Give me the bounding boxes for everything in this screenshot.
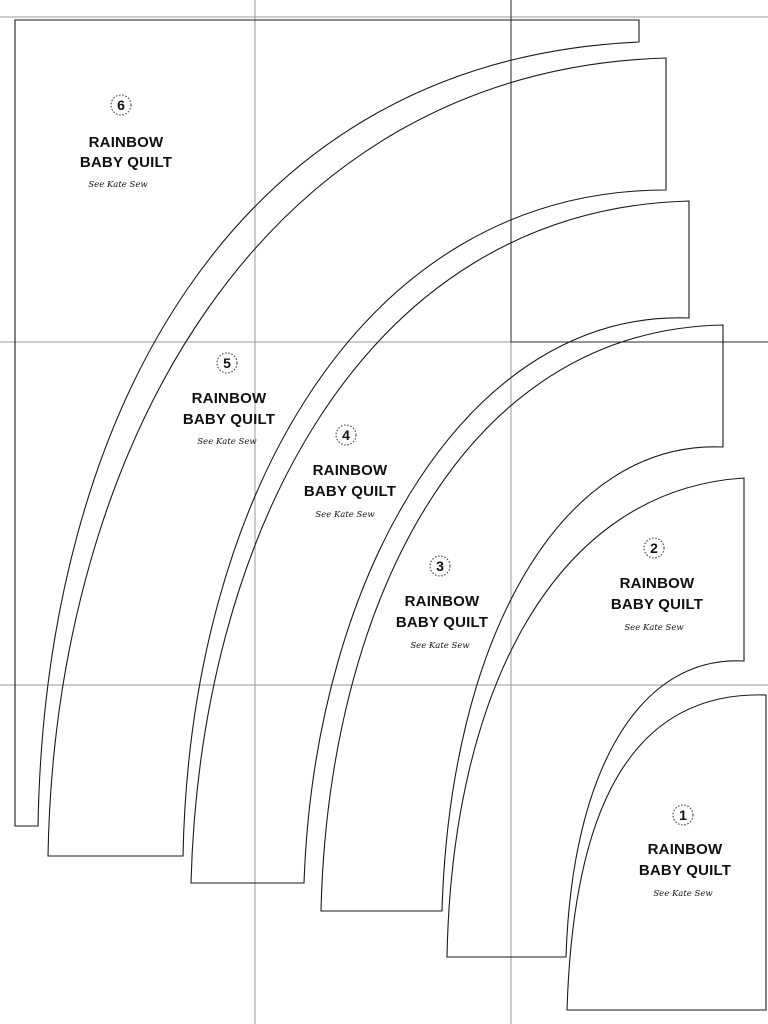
- piece-2-label: 2 RAINBOW BABY QUILT See Kate Sew: [611, 537, 703, 633]
- pattern-pieces: [14, 19, 767, 1011]
- piece-title-line2: BABY QUILT: [183, 411, 275, 428]
- piece-1-outline: [566, 694, 767, 1011]
- piece-4-outline: [190, 200, 690, 884]
- piece-number-badge: [216, 352, 238, 374]
- brand-signature: See Kate Sew: [88, 180, 148, 190]
- piece-3-label: 3 RAINBOW BABY QUILT See Kate Sew: [396, 555, 488, 651]
- piece-title-line2: BABY QUILT: [304, 483, 396, 500]
- piece-1-label: 1 RAINBOW BABY QUILT See Kate Sew: [639, 804, 731, 899]
- piece-6-outline: [14, 19, 640, 827]
- piece-number: 4: [342, 427, 350, 443]
- piece-number-badge: [110, 94, 132, 116]
- piece-number-badge: [672, 804, 694, 826]
- piece-title-line2: BABY QUILT: [396, 614, 488, 631]
- brand-signature: See Kate Sew: [315, 510, 375, 520]
- piece-2-outline: [446, 477, 745, 958]
- piece-number: 6: [117, 97, 125, 113]
- piece-title-line1: RAINBOW: [313, 462, 388, 479]
- piece-5-outline: [47, 57, 667, 857]
- piece-5-label: 5 RAINBOW BABY QUILT See Kate Sew: [183, 352, 275, 447]
- piece-number: 5: [223, 355, 231, 371]
- piece-title-line1: RAINBOW: [648, 841, 723, 858]
- piece-number-badge: [643, 537, 665, 559]
- piece-number: 2: [650, 540, 658, 556]
- piece-title-line1: RAINBOW: [620, 575, 695, 592]
- brand-signature: See Kate Sew: [410, 641, 470, 651]
- piece-title-line2: BABY QUILT: [80, 154, 172, 171]
- piece-number-badge: [429, 555, 451, 577]
- brand-signature: See Kate Sew: [653, 889, 713, 899]
- piece-number: 3: [436, 558, 444, 574]
- piece-title-line1: RAINBOW: [89, 134, 164, 151]
- piece-title-line2: BABY QUILT: [639, 862, 731, 879]
- piece-number-badge: [335, 424, 357, 446]
- piece-3-outline: [320, 324, 724, 912]
- piece-title-line2: BABY QUILT: [611, 596, 703, 613]
- brand-signature: See Kate Sew: [624, 623, 684, 633]
- brand-signature: See Kate Sew: [197, 437, 257, 447]
- piece-number: 1: [679, 807, 687, 823]
- piece-6-label: 6 RAINBOW BABY QUILT See Kate Sew: [80, 94, 172, 190]
- piece-title-line1: RAINBOW: [405, 593, 480, 610]
- piece-title-line1: RAINBOW: [192, 390, 267, 407]
- piece-4-label: 4 RAINBOW BABY QUILT See Kate Sew: [304, 424, 396, 520]
